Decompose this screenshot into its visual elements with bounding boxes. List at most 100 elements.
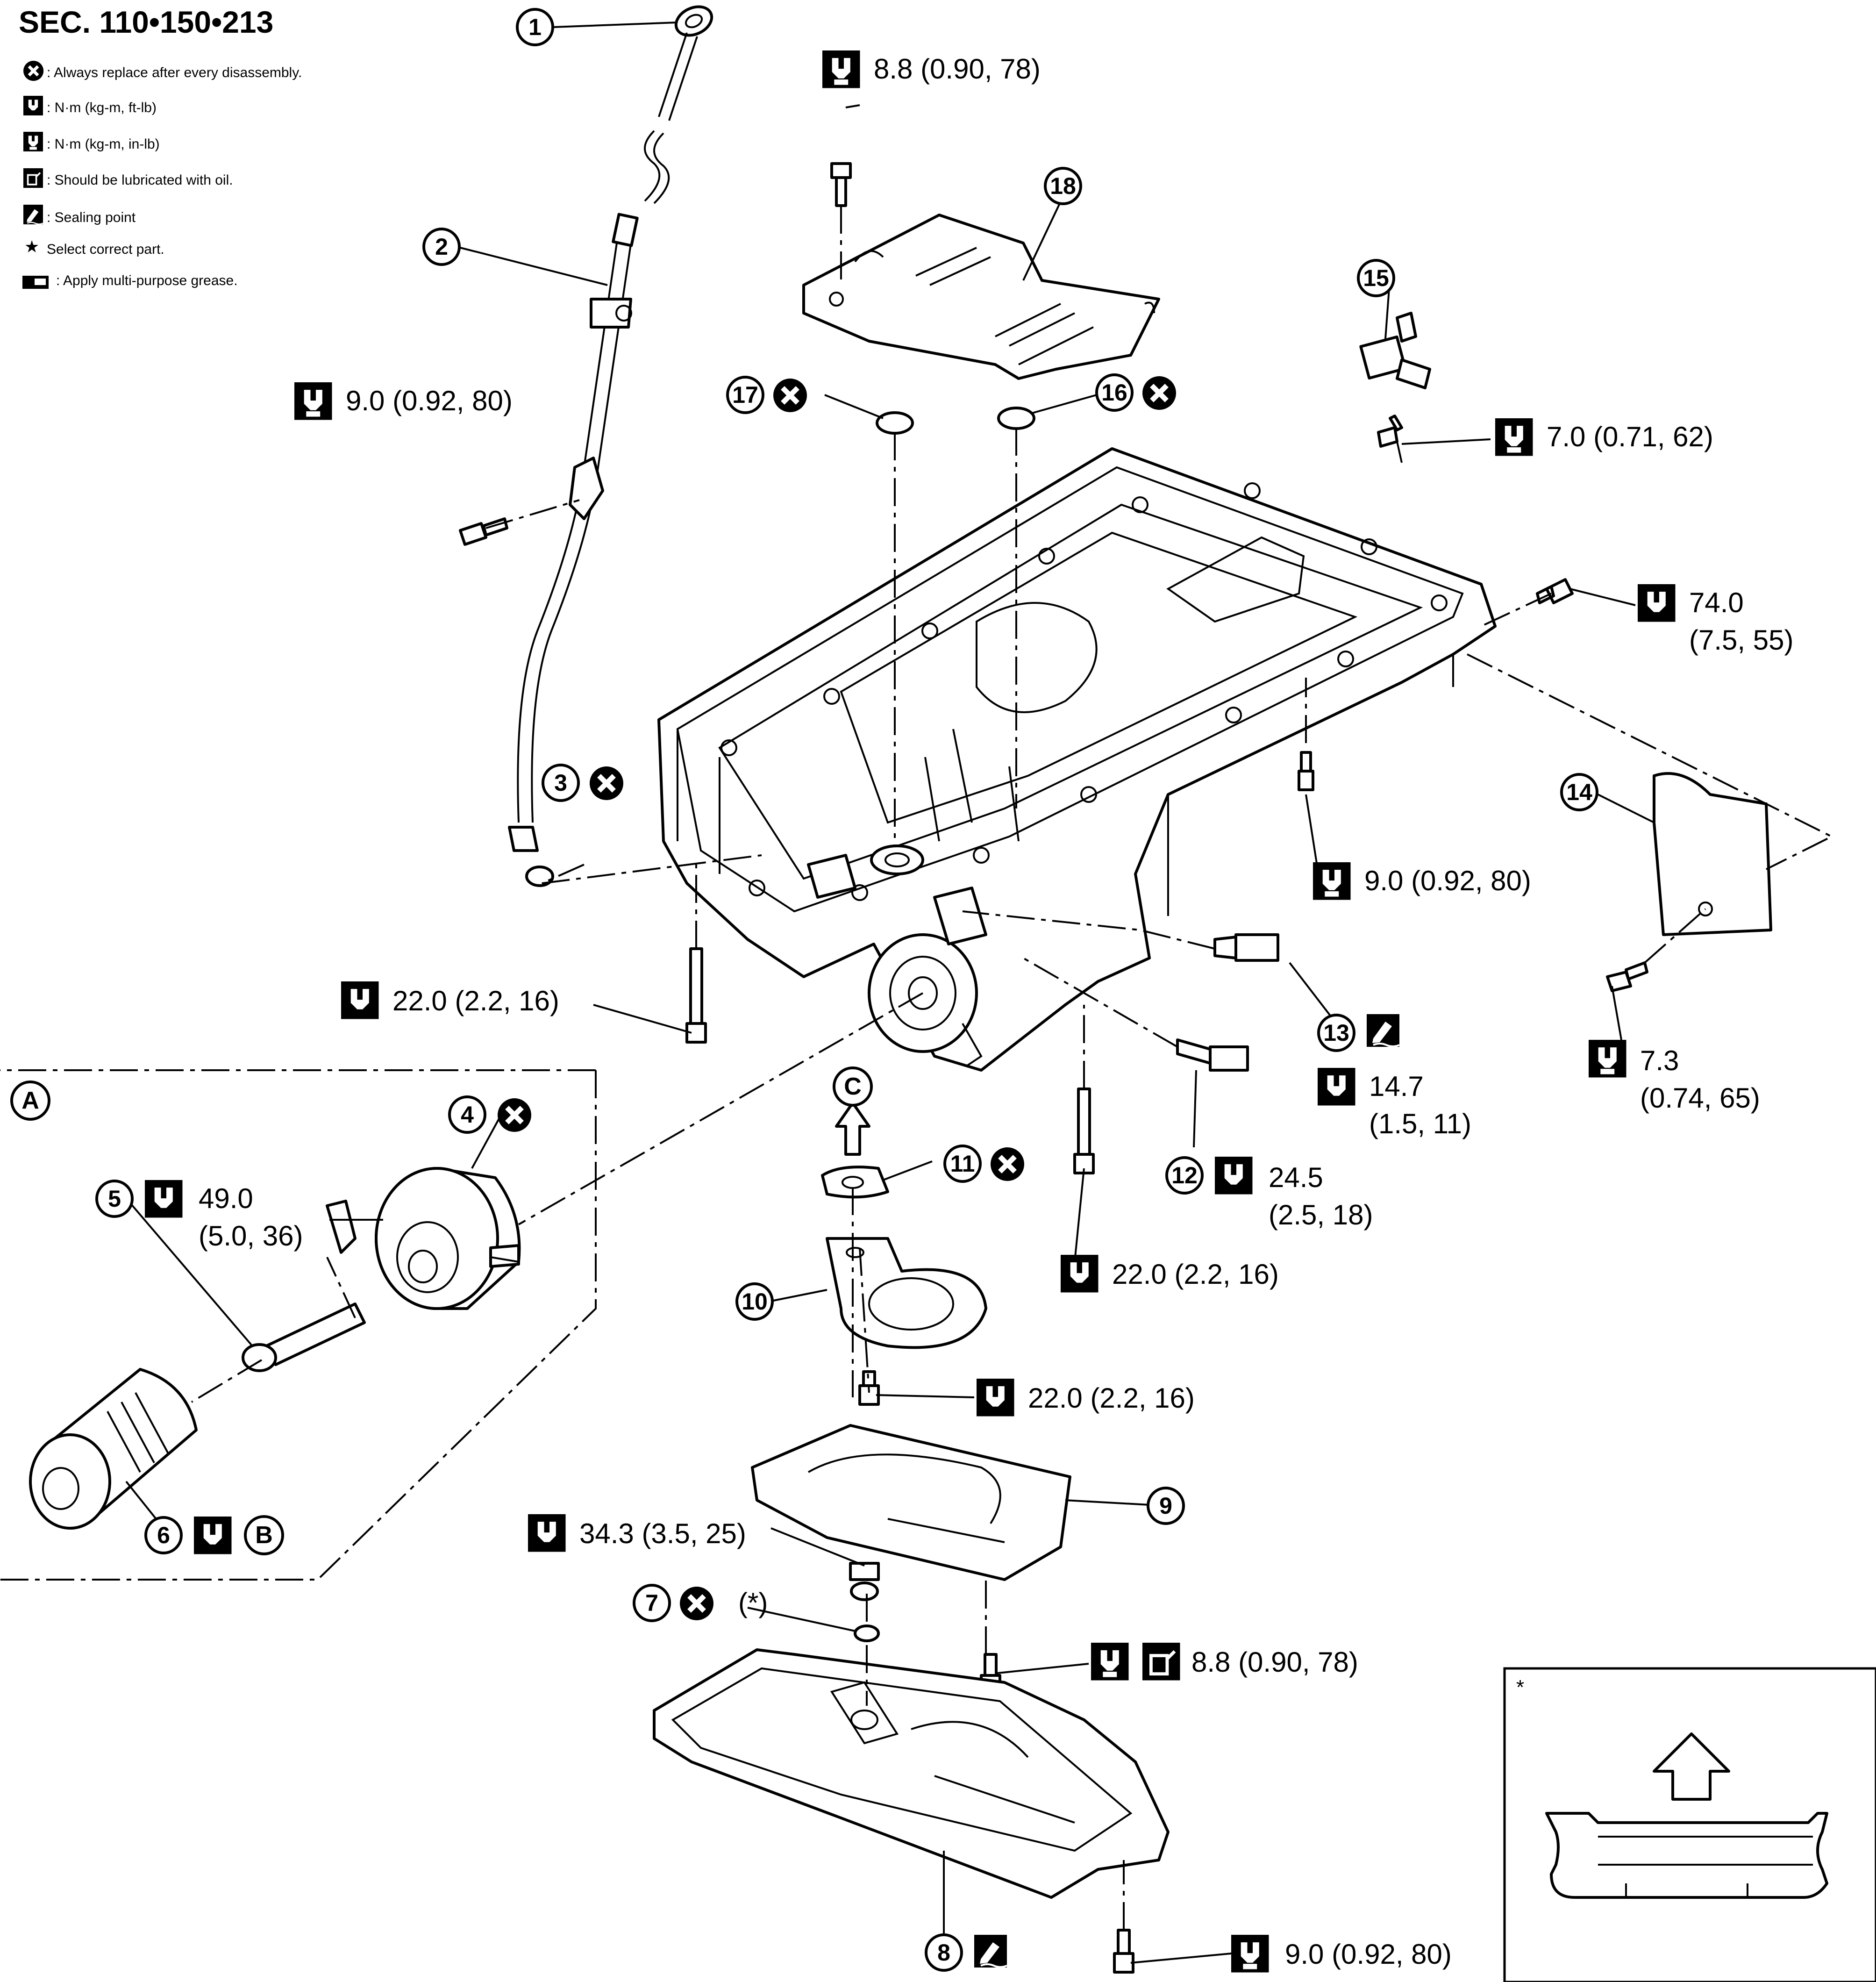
torque-value: (*) xyxy=(738,1587,768,1618)
view-markers: A B C xyxy=(10,1066,873,1555)
torque-value: 22.0 (2.2, 16) xyxy=(1028,1382,1195,1414)
baffle-plate xyxy=(802,214,1160,380)
o-ring-3 xyxy=(525,866,554,887)
torque-value: 9.0 (0.92, 80) xyxy=(1364,865,1531,896)
part-number: 5 xyxy=(108,1186,121,1212)
oil-level-gauge-guide xyxy=(508,213,639,852)
torque-ftlb-icon xyxy=(23,96,43,115)
gasket-11 xyxy=(821,1166,889,1199)
part-number: 14 xyxy=(1566,779,1592,805)
part-number: 18 xyxy=(1050,173,1076,199)
section-title: SEC. 110•150•213 xyxy=(19,5,273,39)
part-number: 9 xyxy=(1159,1493,1172,1519)
part-number: 1 xyxy=(528,14,542,40)
torque-value: 14.7 xyxy=(1369,1071,1424,1102)
oil-level-gauge xyxy=(644,5,713,204)
sealant-icon xyxy=(973,1934,1008,1968)
torque-value: 8.8 (0.90, 78) xyxy=(1191,1646,1358,1678)
part-number: 17 xyxy=(732,382,758,408)
o-ring-16 xyxy=(997,407,1035,430)
torque-value: 49.0 xyxy=(199,1183,253,1214)
part-number: 16 xyxy=(1101,379,1127,406)
torque-value: 24.5 xyxy=(1269,1162,1323,1193)
part-number: 8 xyxy=(937,1939,950,1966)
oil-filter xyxy=(29,1368,198,1530)
torque-value: 9.0 (0.92, 80) xyxy=(346,385,513,416)
alignment-lines xyxy=(191,206,1834,1930)
torque-inlb-icon xyxy=(1231,1935,1269,1973)
torque-value: (0.74, 65) xyxy=(1640,1082,1760,1114)
torque-ftlb-icon xyxy=(977,1379,1014,1417)
torque-value: (1.5, 11) xyxy=(1369,1108,1471,1139)
oil-temp-switch xyxy=(1213,933,1279,962)
torque-value: (2.5, 18) xyxy=(1269,1199,1373,1231)
torque-inlb-icon xyxy=(23,132,43,151)
bolts xyxy=(459,162,1648,1974)
torque-value: 8.8 (0.90, 78) xyxy=(874,53,1041,85)
part-number: 4 xyxy=(461,1102,474,1128)
torque-inlb-icon xyxy=(1589,1040,1626,1078)
torque-value: (5.0, 36) xyxy=(199,1220,303,1252)
replace-icon xyxy=(498,1098,531,1132)
part-number: 11 xyxy=(950,1151,975,1177)
sealant-icon xyxy=(22,204,44,225)
oil-level-sensor xyxy=(1176,1038,1249,1072)
torque-ftlb-icon xyxy=(1061,1255,1098,1293)
legend-item: : N·m (kg-m, in-lb) xyxy=(47,136,160,152)
rear-cover xyxy=(1653,772,1772,936)
torque-inlb-icon xyxy=(1313,862,1351,900)
legend-item: : Always replace after every disassembly… xyxy=(47,65,302,80)
upper-oil-pan xyxy=(657,447,1497,1072)
oil-pressure-sensor xyxy=(1359,312,1431,389)
oil-strainer xyxy=(826,1237,987,1349)
replace-icon xyxy=(1142,376,1176,410)
star-mark: * xyxy=(1516,1676,1524,1699)
part-number: 3 xyxy=(554,770,567,796)
torque-inlb-icon xyxy=(294,382,332,420)
arrow-up-icon xyxy=(835,1102,870,1156)
replace-icon xyxy=(991,1147,1024,1181)
part-number: 13 xyxy=(1323,1020,1349,1046)
torque-value: 7.0 (0.71, 62) xyxy=(1547,421,1713,452)
torque-ftlb-icon xyxy=(145,1180,183,1218)
view-marker-b: B xyxy=(255,1522,273,1549)
torque-value: (7.5, 55) xyxy=(1689,624,1793,656)
part-number: 12 xyxy=(1171,1162,1198,1188)
replace-icon xyxy=(590,766,623,800)
torque-ftlb-icon xyxy=(1215,1157,1253,1195)
replace-icon xyxy=(773,379,807,412)
torque-inlb-icon xyxy=(1495,418,1533,456)
torque-value: 74.0 xyxy=(1689,587,1744,618)
arrow-up-icon xyxy=(1653,1732,1730,1801)
legend-item: Select correct part. xyxy=(47,242,164,257)
torque-specs: 8.8 (0.90, 78) 9.0 (0.92, 80) 7.0 (0.71,… xyxy=(145,50,1793,1973)
part-number: 6 xyxy=(157,1522,170,1548)
connector-bolt xyxy=(242,1302,366,1372)
grease-icon xyxy=(22,276,49,289)
lower-oil-pan xyxy=(653,1648,1170,1899)
lower-baffle xyxy=(751,1424,1071,1581)
torque-ftlb-icon xyxy=(528,1514,566,1552)
detail-box: * xyxy=(1503,1667,1876,1982)
torque-value: 9.0 (0.92, 80) xyxy=(1285,1939,1452,1970)
legend-item: : Sealing point xyxy=(47,210,136,225)
legend: : Always replace after every disassembly… xyxy=(22,61,302,289)
torque-inlb-icon xyxy=(822,50,860,88)
oil-cooler xyxy=(326,1167,521,1310)
torque-ftlb-icon xyxy=(1638,584,1676,622)
part-numbers: 1 2 3 4 5 6 7 8 9 10 11 12 13 14 15 16 1… xyxy=(95,8,1598,1972)
torque-value: 34.3 (3.5, 25) xyxy=(579,1518,746,1549)
part-number: 2 xyxy=(435,234,448,260)
torque-value: 22.0 (2.2, 16) xyxy=(1112,1259,1279,1290)
star-icon: ★ xyxy=(24,237,39,256)
torque-ftlb-icon xyxy=(194,1517,232,1554)
torque-value: 22.0 (2.2, 16) xyxy=(392,985,559,1016)
torque-inlb-icon xyxy=(1091,1643,1129,1681)
part-number: 7 xyxy=(645,1590,658,1616)
sealant-icon xyxy=(1366,1013,1400,1048)
legend-item: : Should be lubricated with oil. xyxy=(47,172,233,188)
view-marker-a: A xyxy=(21,1087,39,1114)
oil-icon xyxy=(22,167,44,189)
legend-item: : Apply multi-purpose grease. xyxy=(56,273,238,288)
torque-ftlb-icon xyxy=(341,981,379,1019)
